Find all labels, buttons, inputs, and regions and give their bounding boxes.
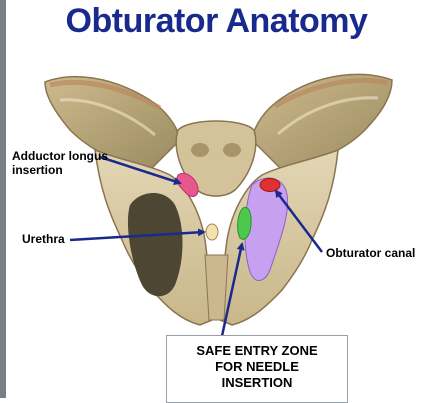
urethra-marker: [206, 224, 218, 240]
safe-zone-line2: FOR NEEDLE: [167, 359, 347, 375]
adductor-longus-label: Adductor longus insertion: [12, 149, 108, 177]
adductor-label-line2: insertion: [12, 163, 108, 177]
left-obturator-foramen: [128, 193, 183, 296]
safe-zone-line3: INSERTION: [167, 375, 347, 391]
safe-entry-zone-box: SAFE ENTRY ZONE FOR NEEDLE INSERTION: [166, 335, 348, 403]
obturator-canal-label: Obturator canal: [326, 246, 415, 260]
urethra-label: Urethra: [22, 232, 65, 246]
obturator-canal-highlight: [260, 179, 280, 192]
page-title: Obturator Anatomy: [0, 2, 433, 41]
adductor-label-line1: Adductor longus: [12, 149, 108, 163]
safe-zone-line1: SAFE ENTRY ZONE: [167, 343, 347, 359]
